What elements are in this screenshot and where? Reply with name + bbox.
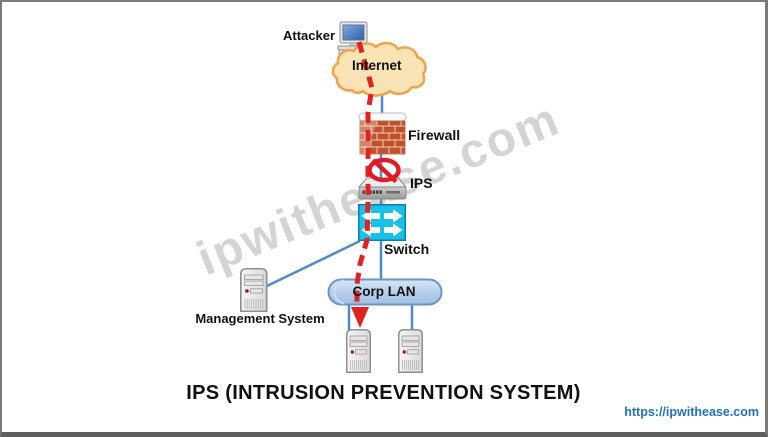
page-title: IPS (INTRUSION PREVENTION SYSTEM) [186,382,581,404]
server-tower-icon [398,329,423,373]
management-system-label: Management System [195,311,325,326]
internet-label: Internet [352,58,402,73]
brick-wall-icon [358,112,407,155]
link-switch-management [266,239,361,288]
network-appliance-icon [358,177,407,200]
firewall-label: Firewall [408,127,461,143]
cloud-icon [331,41,427,97]
corp-lan-label: Corp LAN [352,284,416,299]
switch-label: Switch [384,241,430,257]
footer-url-link[interactable]: https://ipwithease.com [624,405,759,419]
server-tower-icon [239,267,268,313]
network-links [266,92,414,331]
ips-label: IPS [410,175,433,191]
attacker-label: Attacker [283,28,336,43]
attack-path-dashed-arrow [351,41,375,328]
server-tower-icon [346,329,371,373]
prohibition-sign-icon [367,157,401,184]
